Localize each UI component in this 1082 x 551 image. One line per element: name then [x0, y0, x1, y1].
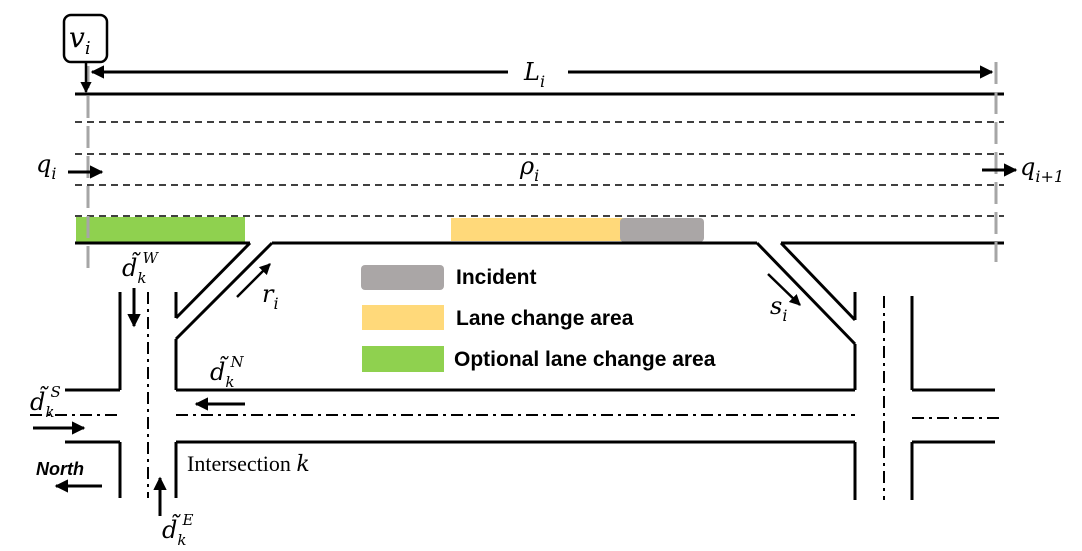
- vehicle-label: vi: [62, 13, 109, 94]
- on-ramp: [174, 241, 274, 341]
- legend-swatch-optional: [362, 346, 444, 372]
- onramp-arrow: [236, 263, 271, 298]
- svg-text:vi: vi: [69, 21, 91, 59]
- legend-label-lane-change: Lane change area: [456, 307, 634, 330]
- arterial-road: [174, 339, 857, 500]
- demand-north-label: d̃kN: [210, 353, 244, 391]
- onramp-label: ri: [262, 280, 279, 313]
- highway: [75, 92, 1004, 217]
- length-label: Li: [523, 58, 545, 91]
- demand-east-label: d̃kE: [162, 511, 193, 549]
- lane-change-area: [451, 218, 623, 241]
- north-label: North: [36, 459, 84, 479]
- offramp-arrow: [767, 273, 801, 306]
- demand-west-label: d̃kW: [122, 249, 159, 287]
- vehicle-v-text: v: [69, 21, 85, 54]
- intersection-label: Intersection k: [187, 451, 310, 477]
- demand-south-label: d̃kS: [30, 383, 61, 421]
- legend-label-optional: Optional lane change area: [454, 348, 716, 371]
- right-intersection-roads: [853, 292, 1000, 500]
- offramp-label: si: [770, 292, 787, 325]
- incident-area: [620, 218, 704, 242]
- vehicle-v-sub: i: [85, 38, 91, 59]
- intersection-k-roads: [30, 292, 178, 498]
- legend-swatch-incident: [361, 265, 444, 290]
- optional-lane-change-area: [76, 217, 245, 243]
- legend-label-incident: Incident: [456, 266, 537, 289]
- off-ramp: [755, 241, 857, 346]
- legend: Incident Lane change area Optional lane …: [361, 265, 716, 372]
- inflow-label: qi: [36, 150, 57, 183]
- outflow-label: qi+1: [1020, 153, 1064, 186]
- density-label: ρi: [519, 152, 539, 185]
- legend-swatch-lane-change: [362, 305, 444, 330]
